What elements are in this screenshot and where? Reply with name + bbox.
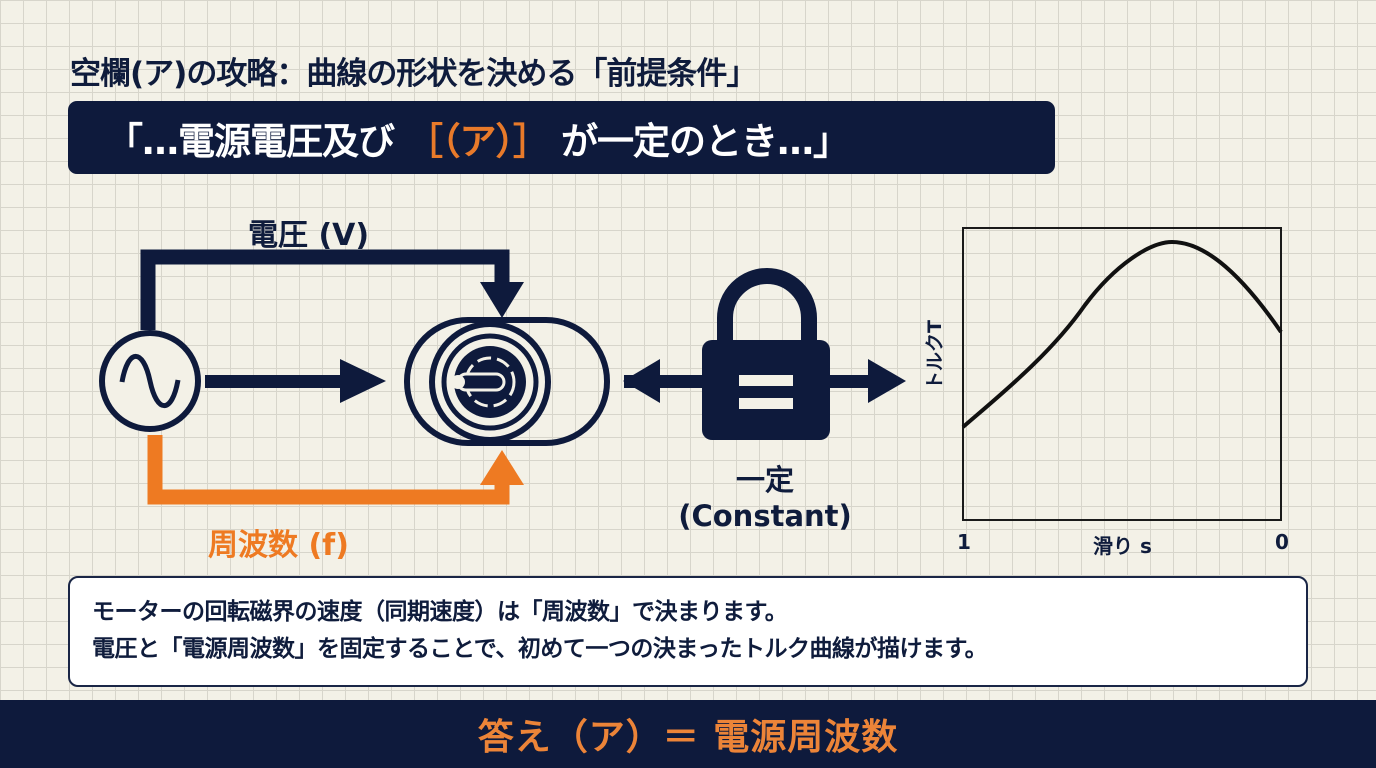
frequency-label: 周波数 (f) <box>208 528 349 563</box>
padlock-icon <box>623 268 906 440</box>
power-arrow <box>205 359 386 403</box>
quote-blank: ［（ア）］ <box>406 119 550 163</box>
chart-x-tick-left: 1 <box>957 530 971 554</box>
quote-prefix: 「…電源電圧及び <box>106 119 395 163</box>
explanation-box: モーターの回転磁界の速度（同期速度）は「周波数」で決まります。 電圧と「電源周波… <box>68 576 1308 687</box>
voltage-arrow <box>140 249 524 330</box>
answer-banner: 答え（ア）＝ 電源周波数 <box>0 700 1376 768</box>
quote-suffix: が一定のとき…」 <box>561 119 850 163</box>
explanation-line-2: 電圧と「電源周波数」を固定することで、初めて一つの決まったトルク曲線が描けます。 <box>92 636 988 662</box>
explanation-line-1: モーターの回転磁界の速度（同期速度）は「周波数」で決まります。 <box>92 599 788 625</box>
chart-x-axis-label: 滑り s <box>1093 534 1152 558</box>
ac-source-icon <box>99 330 201 432</box>
constant-label-en: (Constant) <box>678 499 852 533</box>
voltage-label: 電圧 (V) <box>248 218 370 253</box>
frequency-arrow <box>147 435 524 505</box>
motor-icon <box>404 317 610 446</box>
chart-x-tick-right: 0 <box>1275 530 1289 554</box>
torque-chart <box>961 227 1283 521</box>
answer-text: 答え（ア）＝ 電源周波数 <box>477 717 899 758</box>
quote-banner: 「…電源電圧及び ［（ア）］ が一定のとき…」 <box>68 101 1055 174</box>
constant-label: 一定 (Constant) <box>660 462 870 534</box>
constant-label-ja: 一定 <box>735 463 794 497</box>
page-heading: 空欄(ア)の攻略：曲線の形状を決める「前提条件」 <box>70 56 757 92</box>
chart-y-axis-label: トルクT <box>924 320 946 390</box>
